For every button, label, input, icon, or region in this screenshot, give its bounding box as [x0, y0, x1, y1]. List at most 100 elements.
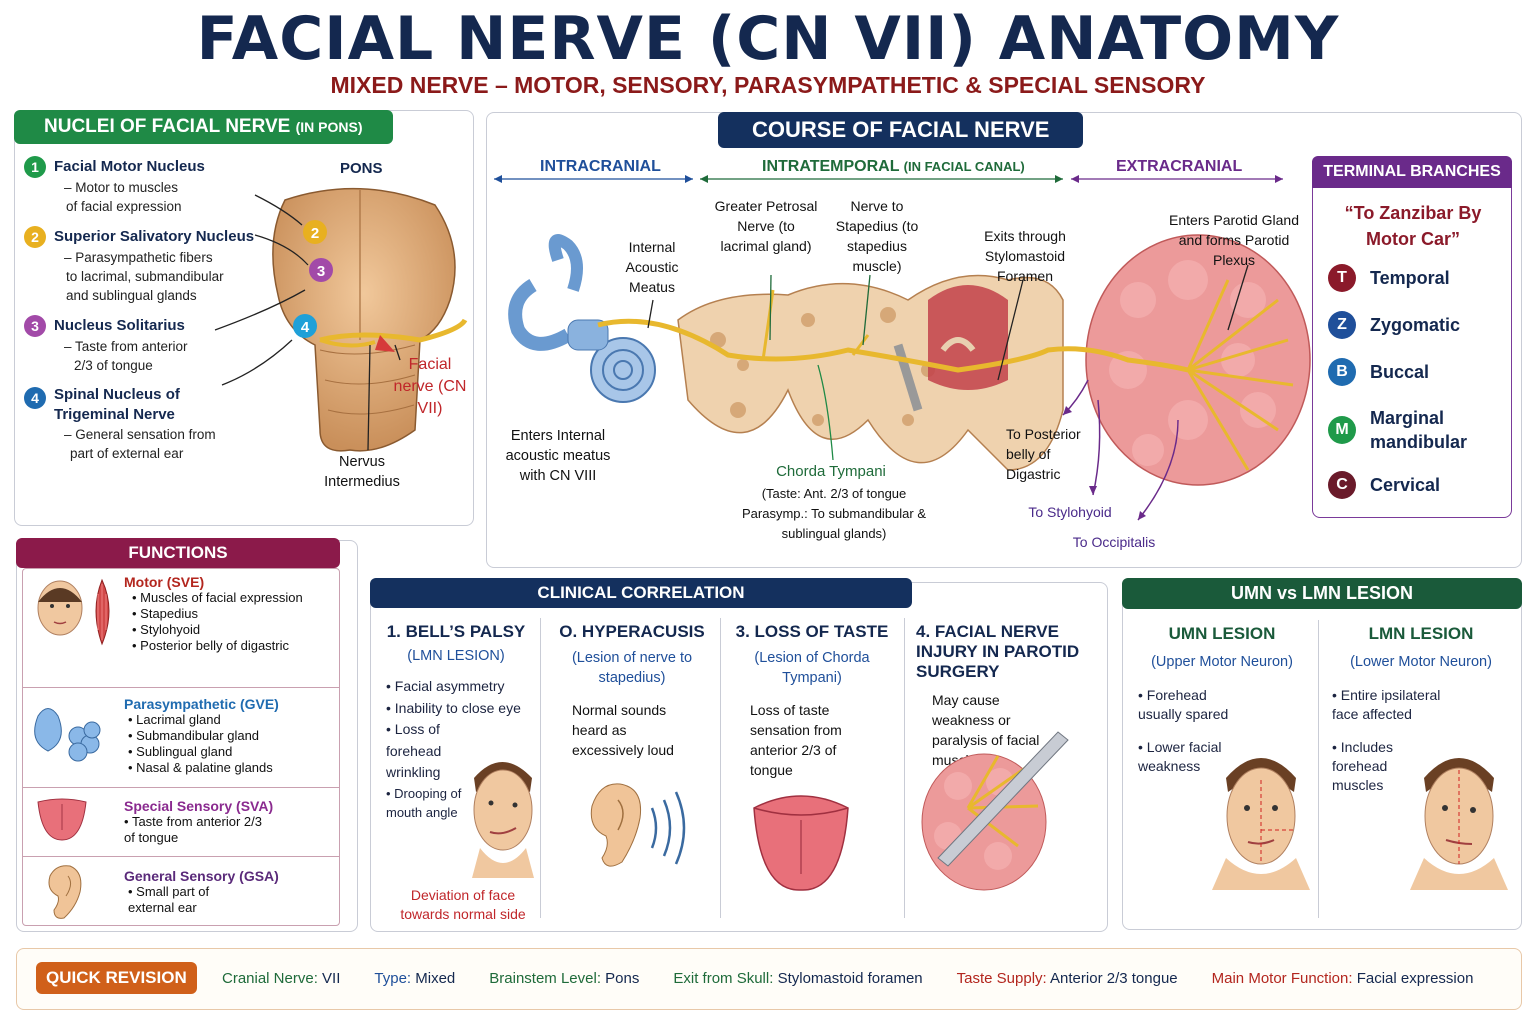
function-list: Lacrimal gland Submandibular gland Subli… [124, 712, 338, 776]
qr-key: Brainstem Level: [489, 970, 601, 987]
list-item: Small part of external ear [128, 884, 234, 916]
qr-main-motor-function: Main Motor Function: Facial expression [1212, 970, 1474, 987]
qr-value: Anterior 2/3 tongue [1050, 970, 1178, 987]
umn-title: UMN LESION [1168, 624, 1276, 643]
function-title: Motor (SVE) [124, 574, 205, 590]
clinical-body: Normal sounds heard as excessively loud [572, 702, 674, 758]
clinical-header: CLINICAL CORRELATION [370, 578, 912, 608]
posterior-digastric-label: To Posterior belly of Digastric [1006, 426, 1081, 482]
clinical-subtitle: (Lesion of Chorda Tympani) [754, 650, 870, 686]
umn-subtitle: (Upper Motor Neuron) [1151, 654, 1293, 670]
parotid-label: Enters Parotid Gland and forms Parotid P… [1169, 212, 1299, 268]
function-title: General Sensory (GSA) [124, 868, 279, 884]
nucleus-title: Nucleus Solitarius [54, 316, 185, 334]
list-item: Entire ipsilateral face affected [1332, 686, 1444, 724]
nucleus-item-2: 2 Superior Salivatory Nucleus – Parasympa… [24, 226, 264, 305]
branch-name: Marginal mandibular [1370, 408, 1468, 452]
qr-cranial-nerve: Cranial Nerve: VII [222, 970, 340, 987]
letter-t-icon: T [1328, 264, 1356, 292]
ear-icon [48, 865, 82, 919]
hyperacusis-ear-icon [590, 783, 686, 867]
facial-nerve-label: Facial nerve (CN VII) [393, 356, 467, 417]
nucleus-title: Facial Motor Nucleus [54, 157, 205, 175]
parotid-gland-icon [1085, 234, 1311, 486]
gland-icon [34, 708, 101, 762]
quick-revision-bar [16, 948, 1522, 1010]
branch-zygomatic: Z Zygomatic [1328, 311, 1460, 339]
nucleus-title: Superior Salivatory Nucleus [54, 227, 255, 245]
bells-palsy-note: Deviation of face towards normal side [400, 887, 526, 922]
list-item: Facial asymmetry [386, 676, 508, 698]
nucleus-desc-line: – Parasympathetic fibers [64, 250, 213, 265]
clinical-body: Loss of taste sensation from anterior 2/… [750, 702, 842, 778]
nucleus-title: Spinal Nucleus of Trigeminal Nerve [54, 386, 180, 423]
occipitalis-label: To Occipitalis [1072, 534, 1156, 550]
page-subtitle: MIXED NERVE – MOTOR, SENSORY, PARASYMPAT… [330, 72, 1206, 98]
list-item: Posterior belly of digastric [132, 638, 324, 654]
list-item: Loss of forehead wrinkling [386, 719, 496, 784]
branch-name: Cervical [1370, 474, 1441, 495]
list-item: Lower facial weakness [1138, 738, 1250, 776]
temporal-bone-icon [677, 274, 1064, 471]
clinical-subtitle: (LMN LESION) [407, 648, 505, 664]
stylohyoid-label: To Stylohyoid [1028, 504, 1112, 520]
functions-inner [22, 568, 340, 926]
nucleus-desc-line: and sublingual glands [66, 288, 197, 303]
lmn-title: LMN LESION [1368, 624, 1474, 643]
clinical-list: Facial asymmetry Inability to close eye … [378, 676, 521, 822]
umn-column: UMN LESION (Upper Motor Neuron) Forehead… [1130, 624, 1314, 776]
enters-iam-label: Enters Internal acoustic meatus with CN … [505, 428, 611, 484]
clinical-title: O. HYPERACUSIS [559, 622, 705, 641]
qr-key: Exit from Skull: [673, 970, 774, 987]
lmn-list: Entire ipsilateral face affected Include… [1324, 686, 1444, 795]
clinical-divider [904, 618, 905, 918]
function-motor: Motor (SVE) Muscles of facial expression… [124, 574, 324, 654]
intratemporal-text: INTRATEMPORAL [762, 158, 900, 175]
clinical-title: 4. FACIAL NERVE INJURY IN PAROTID SURGER… [916, 622, 1080, 681]
lmn-subtitle: (Lower Motor Neuron) [1350, 654, 1492, 670]
lesion-header: UMN vs LMN LESION [1122, 578, 1522, 609]
qr-value: Mixed [415, 970, 456, 987]
lesion-divider [1318, 620, 1319, 918]
intratemporal-small: (IN FACIAL CANAL) [903, 159, 1025, 174]
branch-name: Buccal [1370, 361, 1430, 382]
list-item: Taste from anterior 2/3 of tongue [124, 814, 264, 846]
functions-header: FUNCTIONS [16, 538, 340, 568]
quick-revision-header: QUICK REVISION [36, 962, 197, 994]
qr-exit-from-skull: Exit from Skull: Stylomastoid foramen [673, 970, 922, 987]
face-icon [37, 578, 110, 646]
nuclei-header: NUCLEI OF FACIAL NERVE (IN PONS) [14, 110, 393, 144]
qr-value: VII [322, 970, 341, 987]
gpn-label: Greater Petrosal Nerve (to lacrimal glan… [714, 198, 818, 254]
intratemporal-label: INTRATEMPORAL (IN FACIAL CANAL) [762, 158, 1025, 176]
clinical-subtitle: (Lesion of nerve to stapedius) [571, 650, 693, 686]
clinical-divider [540, 618, 541, 918]
qr-type: Type: Mixed [374, 970, 455, 987]
pons-marker-3: 3 [317, 263, 325, 280]
nucleus-desc-line: – Motor to muscles [64, 180, 179, 195]
surgery-icon [921, 731, 1069, 891]
letter-z-icon: Z [1328, 311, 1356, 339]
list-item: Nasal & palatine glands [128, 760, 338, 776]
terminal-mnemonic: “To Zanzibar By Motor Car” [1344, 203, 1482, 249]
branch-name: Zygomatic [1370, 314, 1461, 335]
iam-label: Internal Acoustic Meatus [625, 239, 679, 295]
qr-value: Stylomastoid foramen [777, 970, 923, 987]
list-item: Muscles of facial expression [132, 590, 324, 606]
number-4-icon: 4 [24, 387, 46, 409]
number-2-icon: 2 [24, 226, 46, 248]
terminal-header: TERMINAL BRANCHES [1312, 156, 1512, 188]
divider [22, 687, 340, 688]
function-title: Parasympathetic (GVE) [124, 696, 279, 712]
lmn-face-icon [1410, 758, 1508, 890]
list-item: Forehead usually spared [1138, 686, 1250, 724]
nucleus-desc-line: 2/3 of tongue [74, 358, 153, 373]
letter-c-icon: C [1328, 471, 1356, 499]
tongue-icon [37, 798, 87, 841]
divider [22, 856, 340, 857]
